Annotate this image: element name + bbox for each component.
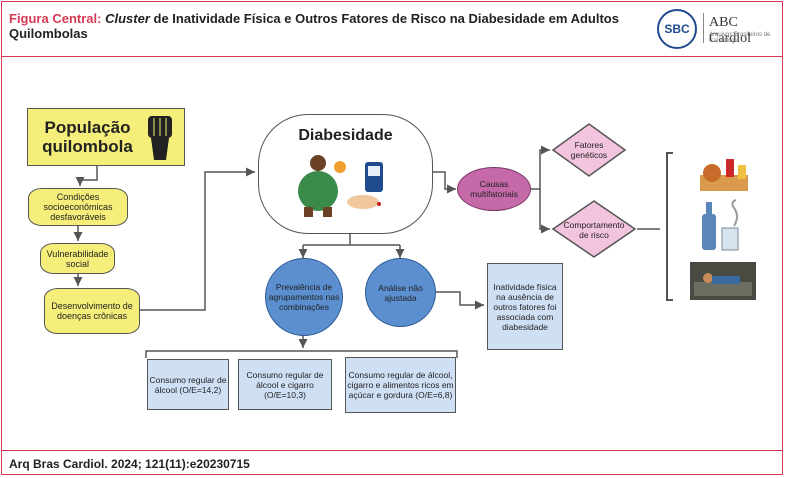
unadjusted-circle: Análise não ajustada	[365, 258, 436, 327]
fist-icon	[148, 116, 172, 160]
abc-cardiol-subtitle: Arquivos Brasileiros de Cardiologia	[709, 32, 771, 44]
genetic-diamond	[551, 123, 627, 177]
abc-cardiol-logo: ABC Cardiol	[709, 15, 751, 46]
page-title: Figura Central: Cluster de Inatividade F…	[9, 11, 619, 41]
obese-person-icon	[298, 155, 346, 217]
causes-ellipse: Causas multifatoriais	[457, 167, 531, 211]
alcohol-box: Consumo regular de álcool (O/E=14,2)	[147, 359, 229, 410]
genetic-label: Fatores genéticos	[570, 140, 608, 160]
sedentary-icon	[690, 262, 756, 300]
footer: Arq Bras Cardiol. 2024; 121(11):e2023071…	[1, 450, 783, 476]
diabesity-box: Diabesidade	[258, 114, 433, 234]
behavior-diamond	[551, 200, 637, 258]
inactivity-result-box: Inatividade física na ausência de outros…	[487, 263, 563, 350]
header: Figura Central: Cluster de Inatividade F…	[1, 1, 783, 57]
alcohol-cigarette-food-box: Consumo regular de álcool, cigarro e ali…	[345, 357, 456, 413]
sbc-logo: SBC	[657, 9, 697, 49]
logo-divider	[703, 13, 704, 43]
behavior-label: Comportamento de risco	[563, 220, 625, 240]
condition-cylinder: Condições socioeconômicas desfavoráveis	[28, 188, 128, 226]
citation: Arq Bras Cardiol. 2024; 121(11):e2023071…	[9, 457, 250, 471]
population-box: População quilombola	[27, 108, 185, 166]
prevalence-circle: Prevalência de agrupamentos nas combinaç…	[265, 258, 343, 336]
chronic-disease-cylinder: Desenvolvimento de doenças crônicas	[44, 288, 140, 334]
population-label: População quilombola	[42, 118, 133, 156]
junk-food-icon	[700, 159, 748, 191]
vulnerability-cylinder: Vulnerabilidade social	[40, 243, 115, 274]
alcohol-smoking-icon	[702, 199, 739, 251]
glucometer-icon	[347, 162, 383, 209]
alcohol-cigarette-box: Consumo regular de álcool e cigarro (O/E…	[238, 359, 332, 410]
diabesity-label: Diabesidade	[298, 127, 393, 144]
